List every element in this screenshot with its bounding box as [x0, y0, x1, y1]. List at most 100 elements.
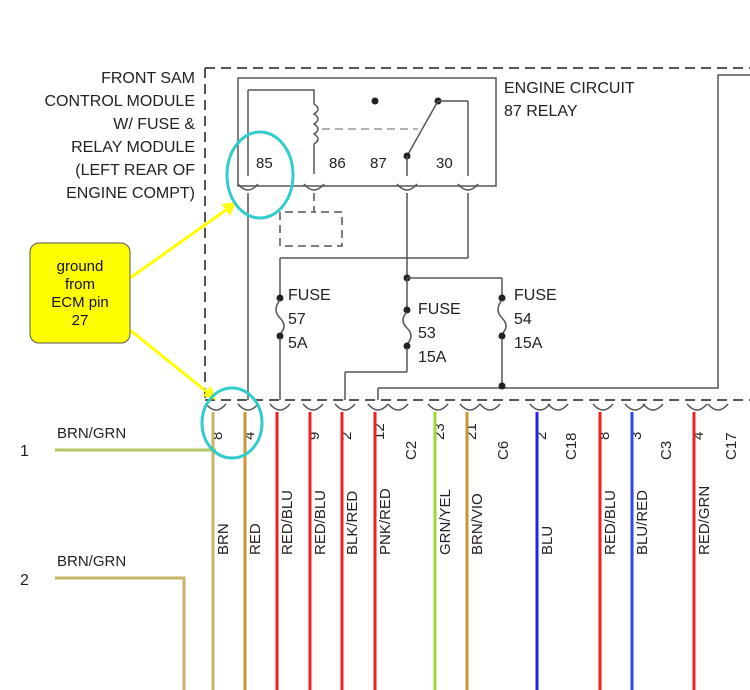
wire-color-label: RED: [247, 523, 264, 555]
callout-arrow-down: [129, 328, 213, 398]
fuse-label: FUSE: [514, 287, 557, 304]
callout-arrow-up: [129, 203, 234, 280]
pin-number: 4: [690, 432, 707, 440]
pin-number: 8: [209, 432, 226, 440]
terminal: [367, 403, 389, 411]
pin-number: C3: [658, 441, 675, 460]
module-label-line: FRONT SAM: [101, 70, 195, 87]
row-wire: [55, 576, 186, 690]
relay-pin-85: 85: [256, 155, 273, 172]
terminal: [427, 403, 449, 411]
fuse-number: 57: [288, 311, 306, 328]
pin-number: 2: [533, 432, 550, 440]
callout-arrowhead: [222, 202, 236, 216]
relay-terminal: [237, 183, 259, 191]
relay-box: [237, 77, 497, 187]
pin-number: 4: [241, 432, 258, 440]
relay-switch-arm: [406, 100, 439, 157]
terminal: [302, 403, 324, 411]
fuse-rating: 15A: [418, 349, 447, 366]
row-number: 1: [20, 443, 29, 460]
terminal: [334, 403, 356, 411]
module-boundary: [204, 67, 750, 401]
connector-pin: C18: [547, 403, 580, 460]
module-label-line: ENGINE COMPT): [66, 185, 195, 202]
wire-color-label: GRN/YEL: [437, 489, 454, 555]
relay-terminal: [303, 183, 325, 191]
row-1: 1 BRN/GRN: [20, 425, 216, 460]
terminal: [529, 403, 551, 411]
wire-color-label: RED/BLU: [312, 490, 329, 555]
terminal: [459, 403, 481, 411]
relay-label-line: ENGINE CIRCUIT: [504, 80, 635, 97]
fuse-57: FUSE 57 5A: [275, 258, 331, 400]
callout: ground from ECM pin 27: [29, 202, 236, 400]
terminal: [624, 403, 646, 411]
relay: 85 86 87 30: [237, 77, 497, 191]
terminal: [642, 403, 664, 411]
module-label-line: CONTROL MODULE: [44, 93, 195, 110]
wire-color-label: BLK/RED: [344, 491, 361, 555]
connector-pin: C6: [479, 403, 512, 460]
wire-color-label: BRN: [215, 523, 232, 555]
row-wire-label: BRN/GRN: [57, 553, 126, 570]
highlight-circle-pin-8: [200, 386, 264, 460]
terminal: [387, 403, 409, 411]
pin-number: C18: [563, 432, 580, 460]
callout-line: from: [65, 276, 95, 293]
wire-color-label: BLU/RED: [634, 490, 651, 555]
fuse-label: FUSE: [418, 301, 461, 318]
pin-number: C17: [723, 432, 740, 460]
connector-pin: C17: [707, 403, 740, 460]
connector-pin: RED/BLU: [269, 403, 296, 690]
relay-pin-86: 86: [329, 155, 346, 172]
row-wire-label: BRN/GRN: [57, 425, 126, 442]
callout-line: 27: [72, 312, 89, 329]
relay-terminal: [457, 183, 479, 191]
terminal: [479, 403, 501, 411]
relay-label-line: 87 RELAY: [504, 103, 578, 120]
pin-number: 9: [306, 432, 323, 440]
fuse-54: FUSE 54 15A: [497, 278, 557, 390]
module-wire-right: [378, 74, 750, 389]
terminal: [686, 403, 708, 411]
relay-pin-87: 87: [370, 155, 387, 172]
relay-coil: [248, 89, 319, 174]
pin-number: 3: [628, 432, 645, 440]
relay-contact-nc: [371, 97, 379, 105]
terminal: [707, 403, 729, 411]
terminal: [547, 403, 569, 411]
fuse-53: FUSE 53 15A: [344, 278, 461, 400]
wire-color-label: PNK/RED: [377, 488, 394, 555]
pin-number: 2: [338, 432, 355, 440]
fuse-rating: 15A: [514, 335, 543, 352]
terminal: [205, 403, 227, 411]
terminal: [237, 403, 259, 411]
callout-box: [29, 242, 131, 344]
pin-number: 8: [596, 432, 613, 440]
module-label-line: (LEFT REAR OF: [75, 162, 195, 179]
terminal: [269, 403, 291, 411]
callout-line: ECM pin: [51, 294, 109, 311]
fuse-label: FUSE: [288, 287, 331, 304]
callout-line: ground: [57, 258, 104, 275]
relay-pin-30: 30: [436, 155, 453, 172]
wire-color-label: BRN/VIO: [469, 493, 486, 555]
module-label: FRONT SAM CONTROL MODULE W/ FUSE & RELAY…: [44, 70, 195, 202]
relay-86-dashed: [279, 193, 343, 247]
module-label-line: RELAY MODULE: [71, 139, 195, 156]
pin-number: C2: [403, 441, 420, 460]
